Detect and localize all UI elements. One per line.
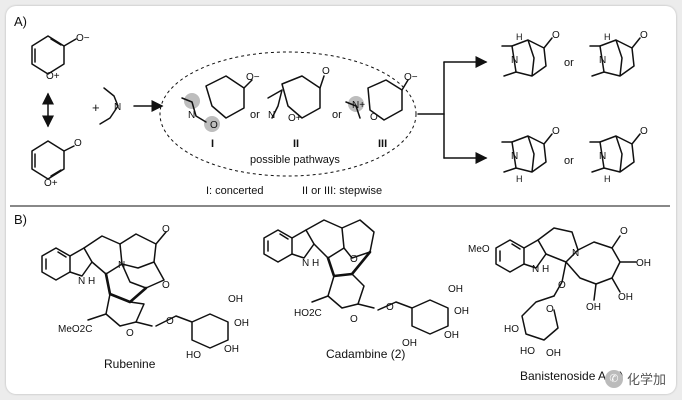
cadambine-ho2c: HO2C xyxy=(294,308,322,319)
product-2: N H O xyxy=(589,30,648,77)
cadambine-structure: O N H HO2C O O OH OH OH OH xyxy=(263,219,469,349)
rubenine-oh-2: OH xyxy=(234,318,249,329)
watermark: ✆ 化学加 xyxy=(604,369,666,388)
atom-o-p2: O xyxy=(640,30,648,41)
banistenoside-ho-2: HO xyxy=(520,346,535,357)
cadambine-oh-1: OH xyxy=(448,284,463,295)
branch-arrows xyxy=(417,56,488,164)
atom-o-p1: O xyxy=(552,30,560,41)
rubenine-nh: N H xyxy=(78,276,95,287)
cadambine-oh-2: OH xyxy=(454,306,469,317)
figure-card: A) O+ O− O+ O + N N O O− I or N O+ xyxy=(6,6,676,394)
or-p3: or xyxy=(564,155,574,167)
atom-h-p3: H xyxy=(516,174,523,184)
banistenoside-oh-2: OH xyxy=(618,292,633,303)
atom-h-p2: H xyxy=(604,32,611,42)
product-3: N H O xyxy=(501,126,560,184)
banistenoside-oh-1: OH xyxy=(636,258,651,269)
atom-ominus-III: O− xyxy=(404,72,418,83)
atom-o-p3: O xyxy=(552,126,560,137)
watermark-text: 化学加 xyxy=(626,373,666,388)
cadambine-o-pyran: O xyxy=(350,314,358,325)
or-p1: or xyxy=(564,57,574,69)
atom-o-I: O xyxy=(210,120,218,131)
rubenine-o-keto: O xyxy=(162,224,170,235)
pathway-III-structure: N+ O O− xyxy=(345,72,418,123)
atom-n-p1: N xyxy=(511,55,518,66)
banistenoside-o-sugar: O xyxy=(546,304,554,315)
cadambine-label: Cadambine (2) xyxy=(326,347,405,361)
banistenoside-n: N xyxy=(572,248,579,259)
banistenoside-ho-1: HO xyxy=(504,324,519,335)
plus-sign: + xyxy=(92,100,100,115)
legend-concerted: I: concerted xyxy=(206,185,263,197)
legend-stepwise: II or III: stepwise xyxy=(302,185,382,197)
banistenoside-oh-3: OH xyxy=(586,302,601,313)
banistenoside-oh-4: OH xyxy=(546,348,561,359)
pathway-I-label: I xyxy=(211,138,214,150)
atom-o-II: O xyxy=(322,66,330,77)
atom-n-p4: N xyxy=(599,151,606,162)
atom-nplus-III: N+ xyxy=(352,100,365,111)
atom-n-p3: N xyxy=(511,151,518,162)
rubenine-o-ring: O xyxy=(162,280,170,291)
atom-o-2: O xyxy=(74,138,82,149)
wechat-icon: ✆ xyxy=(604,369,623,388)
rubenine-o-pyran: O xyxy=(126,328,134,339)
atom-o-plus: O+ xyxy=(46,71,60,82)
oxidopyrylium-top: O+ O− xyxy=(31,33,90,82)
cadambine-oh-3: OH xyxy=(444,330,459,341)
rubenine-structure: O O N N H MeO2C O O OH OH OH HO xyxy=(41,224,249,361)
atom-h-p1: H xyxy=(516,32,523,42)
atom-n-II: N xyxy=(268,110,275,121)
cadambine-oh-4: OH xyxy=(402,338,417,349)
banistenoside-label: Banistenoside A (1) xyxy=(520,369,623,383)
panel-b-label: B) xyxy=(14,212,27,227)
oxidopyrylium-bottom: O+ O xyxy=(31,138,82,189)
rubenine-o-glyc: O xyxy=(166,316,174,327)
cadambine-o-bridge: O xyxy=(350,254,358,265)
pathways-ellipse xyxy=(159,51,417,177)
banistenoside-o-glyc: O xyxy=(558,280,566,291)
atom-o-minus: O− xyxy=(76,33,90,44)
rubenine-ho: HO xyxy=(186,350,201,361)
banistenoside-meo: MeO xyxy=(468,244,490,255)
product-1: N H O xyxy=(501,30,560,77)
banistenoside-o-keto: O xyxy=(620,226,628,237)
cadambine-o-glyc: O xyxy=(386,302,394,313)
atom-ominus-I: O− xyxy=(246,72,260,83)
banistenoside-nh: N H xyxy=(532,264,549,275)
atom-o-III: O xyxy=(370,112,378,123)
or-2: or xyxy=(332,109,342,121)
scheme-figure: A) O+ O− O+ O + N N O O− I or N O+ xyxy=(10,14,670,383)
atom-n-I: N xyxy=(188,110,195,121)
rubenine-oh-3: OH xyxy=(224,344,239,355)
rubenine-n: N xyxy=(118,260,125,271)
atom-n-p2: N xyxy=(599,55,606,66)
possible-pathways-text: possible pathways xyxy=(250,154,340,166)
panel-a-label: A) xyxy=(14,14,27,29)
pathway-III-label: III xyxy=(378,138,387,150)
product-4: N H O xyxy=(589,126,648,184)
cadambine-nh: N H xyxy=(302,258,319,269)
pathway-II-structure: N O+ O xyxy=(267,66,330,124)
atom-o-p4: O xyxy=(640,126,648,137)
rubenine-oh-1: OH xyxy=(228,294,243,305)
imine: N xyxy=(99,87,121,125)
pathway-II-label: II xyxy=(293,138,299,150)
atom-h-p4: H xyxy=(604,174,611,184)
pathway-I-structure: N O O− xyxy=(181,72,260,132)
rubenine-meo2c: MeO2C xyxy=(58,324,92,335)
banistenoside-structure: MeO N O OH OH OH N H O O HO OH HO xyxy=(468,226,651,359)
or-1: or xyxy=(250,109,260,121)
atom-o-plus-2: O+ xyxy=(44,178,58,189)
atom-n-imine: N xyxy=(114,102,121,113)
rubenine-label: Rubenine xyxy=(104,357,156,371)
atom-oplus-II: O+ xyxy=(288,113,302,124)
